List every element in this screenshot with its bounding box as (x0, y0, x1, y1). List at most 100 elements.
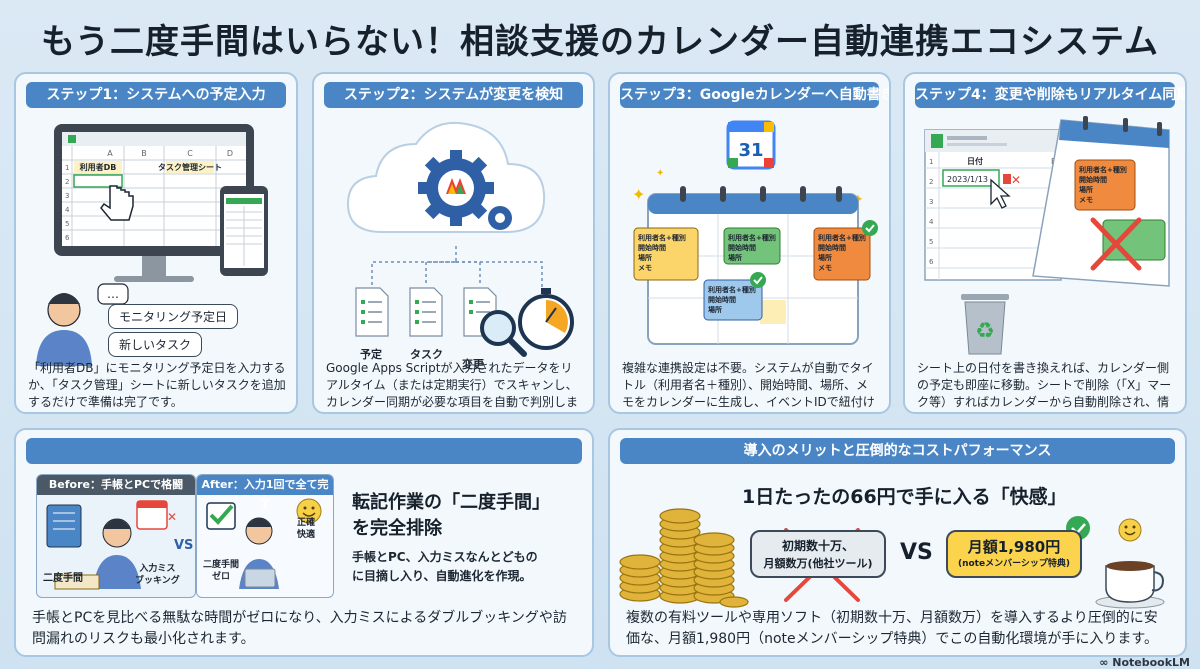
watermark-text: NotebookLM (1112, 656, 1190, 669)
new-price-note: (noteメンバーシップ特典) (957, 559, 1071, 569)
step-2-header: ステップ2：システムが変更を検知 (324, 82, 583, 108)
row-number: 6 (929, 258, 934, 266)
hand-cursor-icon (100, 185, 134, 221)
event-line: メモ (638, 264, 652, 272)
benefit-heading-line2: を完全排除 (352, 518, 442, 539)
event-line: 利用者名+種別 (818, 233, 866, 242)
svg-text:…: … (107, 287, 119, 301)
benefit-sub: 手帳とPC、入力ミスなんとどもの に目摘し入り、自動進化を作現。 (352, 550, 538, 583)
before-illustration: ✕ (46, 500, 177, 590)
event-line: メモ (818, 264, 832, 272)
event-line: メモ (1079, 196, 1093, 204)
step-1-description: 「利用者DB」にモニタリング予定日を入力するか、「タスク管理」シートに新しいタス… (28, 361, 286, 409)
s1-colB-text: B (141, 149, 147, 158)
old-price-line1: 初期数十万、 (781, 539, 854, 553)
event-line: 利用者名+種別 (728, 233, 776, 242)
delete-cross-icon (1090, 217, 1142, 271)
event-line: 利用者名+種別 (1079, 165, 1127, 174)
svg-text:✕: ✕ (1011, 173, 1021, 187)
event-line: 場所 (1079, 185, 1093, 194)
row-number: 5 (929, 238, 933, 246)
new-price-tag: 月額1,980円 (noteメンバーシップ特典) (946, 530, 1082, 578)
before-label: Before：手帳とPCで格闘 (37, 475, 195, 495)
check-icon (209, 504, 234, 525)
step-1-header: ステップ1：システムへの予定入力 (26, 82, 286, 108)
s1-sheetA-text: 利用者DB (79, 162, 117, 172)
after-label: After：入力1回で全て完了 (197, 475, 333, 511)
cursor-icon (990, 178, 1011, 209)
step-4-description: シート上の日付を書き換えれば、カレンダー側の予定も即座に移動。シートで削除（「X… (917, 361, 1172, 409)
check-icon (862, 220, 878, 236)
cloud-gear-illustration (346, 122, 574, 357)
doc-label-task: タスク (410, 348, 443, 361)
s4-date-text: 2023/1/13 (947, 175, 988, 184)
row-number: 3 (929, 198, 933, 206)
s3-day-text: 31 (738, 140, 763, 161)
sheets-icon (68, 135, 76, 143)
cost-illustration (619, 508, 1165, 609)
s4-hdr-text: 日付 (967, 156, 983, 166)
google-calendar-icon: 31 (726, 120, 776, 170)
row-number: 3 (65, 192, 69, 200)
smile-icon (1118, 518, 1142, 542)
event-line: 開始時間 (708, 295, 736, 304)
s1-colC-text: C (187, 149, 193, 158)
step-3-card: ステップ3：Googleカレンダーへ自動書き込み 31 ✦ ✦ ✦ (608, 72, 891, 414)
row-number: 2 (929, 178, 933, 186)
event-line: 利用者名+種別 (708, 285, 756, 294)
row-number: 2 (65, 178, 69, 186)
document-icon-plan (355, 287, 389, 337)
event-line: 場所 (708, 305, 722, 314)
event-line: 利用者名+種別 (638, 233, 686, 242)
benefit-heading-line1: 転記作業の「二度手間」 (352, 492, 550, 513)
recycle-bin-icon: ♻ (961, 294, 1009, 355)
step-3-description: 複雑な連携設定は不要。システムが自動でタイトル（利用者名＋種別）、開始時間、場所… (622, 361, 875, 409)
benefit-description: 手帳とPCを見比べる無駄な時間がゼロになり、入力ミスによるダブルブッキングや訪問… (32, 610, 567, 647)
svg-text:♻: ♻ (975, 319, 995, 344)
s1-colA-text: A (107, 149, 113, 158)
row-number: 5 (65, 220, 69, 228)
step-2-description: Google Apps Scriptが入力されたデータをリアルタイム（または定期… (326, 361, 579, 409)
event-line: 場所 (818, 253, 832, 262)
s1-colD-text: D (227, 149, 233, 158)
new-price: 月額1,980円 (967, 538, 1061, 556)
sheets-icon (931, 134, 943, 148)
document-icon-task (409, 287, 443, 337)
after-caption-accurate: 正確 快適 (297, 518, 316, 540)
s1-sheetC-text: タスク管理シート (158, 162, 222, 172)
bubble-new-task: 新しいタスク (108, 332, 203, 357)
cost-card: 導入のメリットと圧倒的なコストパフォーマンス 1日たったの66円で手に入る「快感… (608, 428, 1187, 657)
event-line: 開始時間 (728, 243, 756, 252)
coin-stack-icon (619, 508, 749, 608)
trash-small-icon (1003, 174, 1011, 184)
cost-description: 複数の有料ツールや専用ソフト（初期数十万、月額数万）を導入するより圧倒的に安価な… (626, 610, 1158, 647)
check-icon (750, 272, 766, 288)
after-caption-zero: 二度手間 ゼロ (203, 560, 240, 582)
gear-icon (418, 150, 494, 226)
coffee-cup-icon (1095, 561, 1165, 609)
benefit-header (26, 438, 582, 464)
event-line: 場所 (728, 253, 742, 262)
cost-header: 導入のメリットと圧倒的なコストパフォーマンス (620, 438, 1175, 464)
before-panel: Before：手帳とPCで格闘 ✕ 二度手間 入力ミス ブッキング (36, 474, 196, 598)
benefit-card: Before：手帳とPCで格闘 ✕ 二度手間 入力ミス ブッキング VS Aft… (14, 428, 594, 657)
after-panel: After：入力1回で全て完了 二度手間 ゼロ 正確 快適 (196, 474, 334, 598)
small-gear-icon (488, 206, 512, 230)
row-number: 4 (65, 206, 70, 214)
old-price-line2: 月額数万(他社ツール) (763, 557, 873, 570)
event-line: 開始時間 (638, 243, 666, 252)
before-after-vs: VS (174, 538, 194, 553)
doc-label-change: 変更 (462, 358, 484, 371)
after-illustration (206, 498, 322, 589)
step-2-card: ステップ2：システムが変更を検知 (312, 72, 595, 414)
stopwatch-icon (518, 288, 574, 350)
before-caption-double-work: 二度手間 (43, 573, 83, 584)
row-number: 4 (929, 218, 934, 226)
row-number: 6 (65, 234, 70, 242)
event-line: 場所 (638, 253, 652, 262)
price-vs: VS (900, 540, 933, 565)
event-line: 開始時間 (1079, 175, 1107, 184)
smile-icon (296, 498, 322, 524)
